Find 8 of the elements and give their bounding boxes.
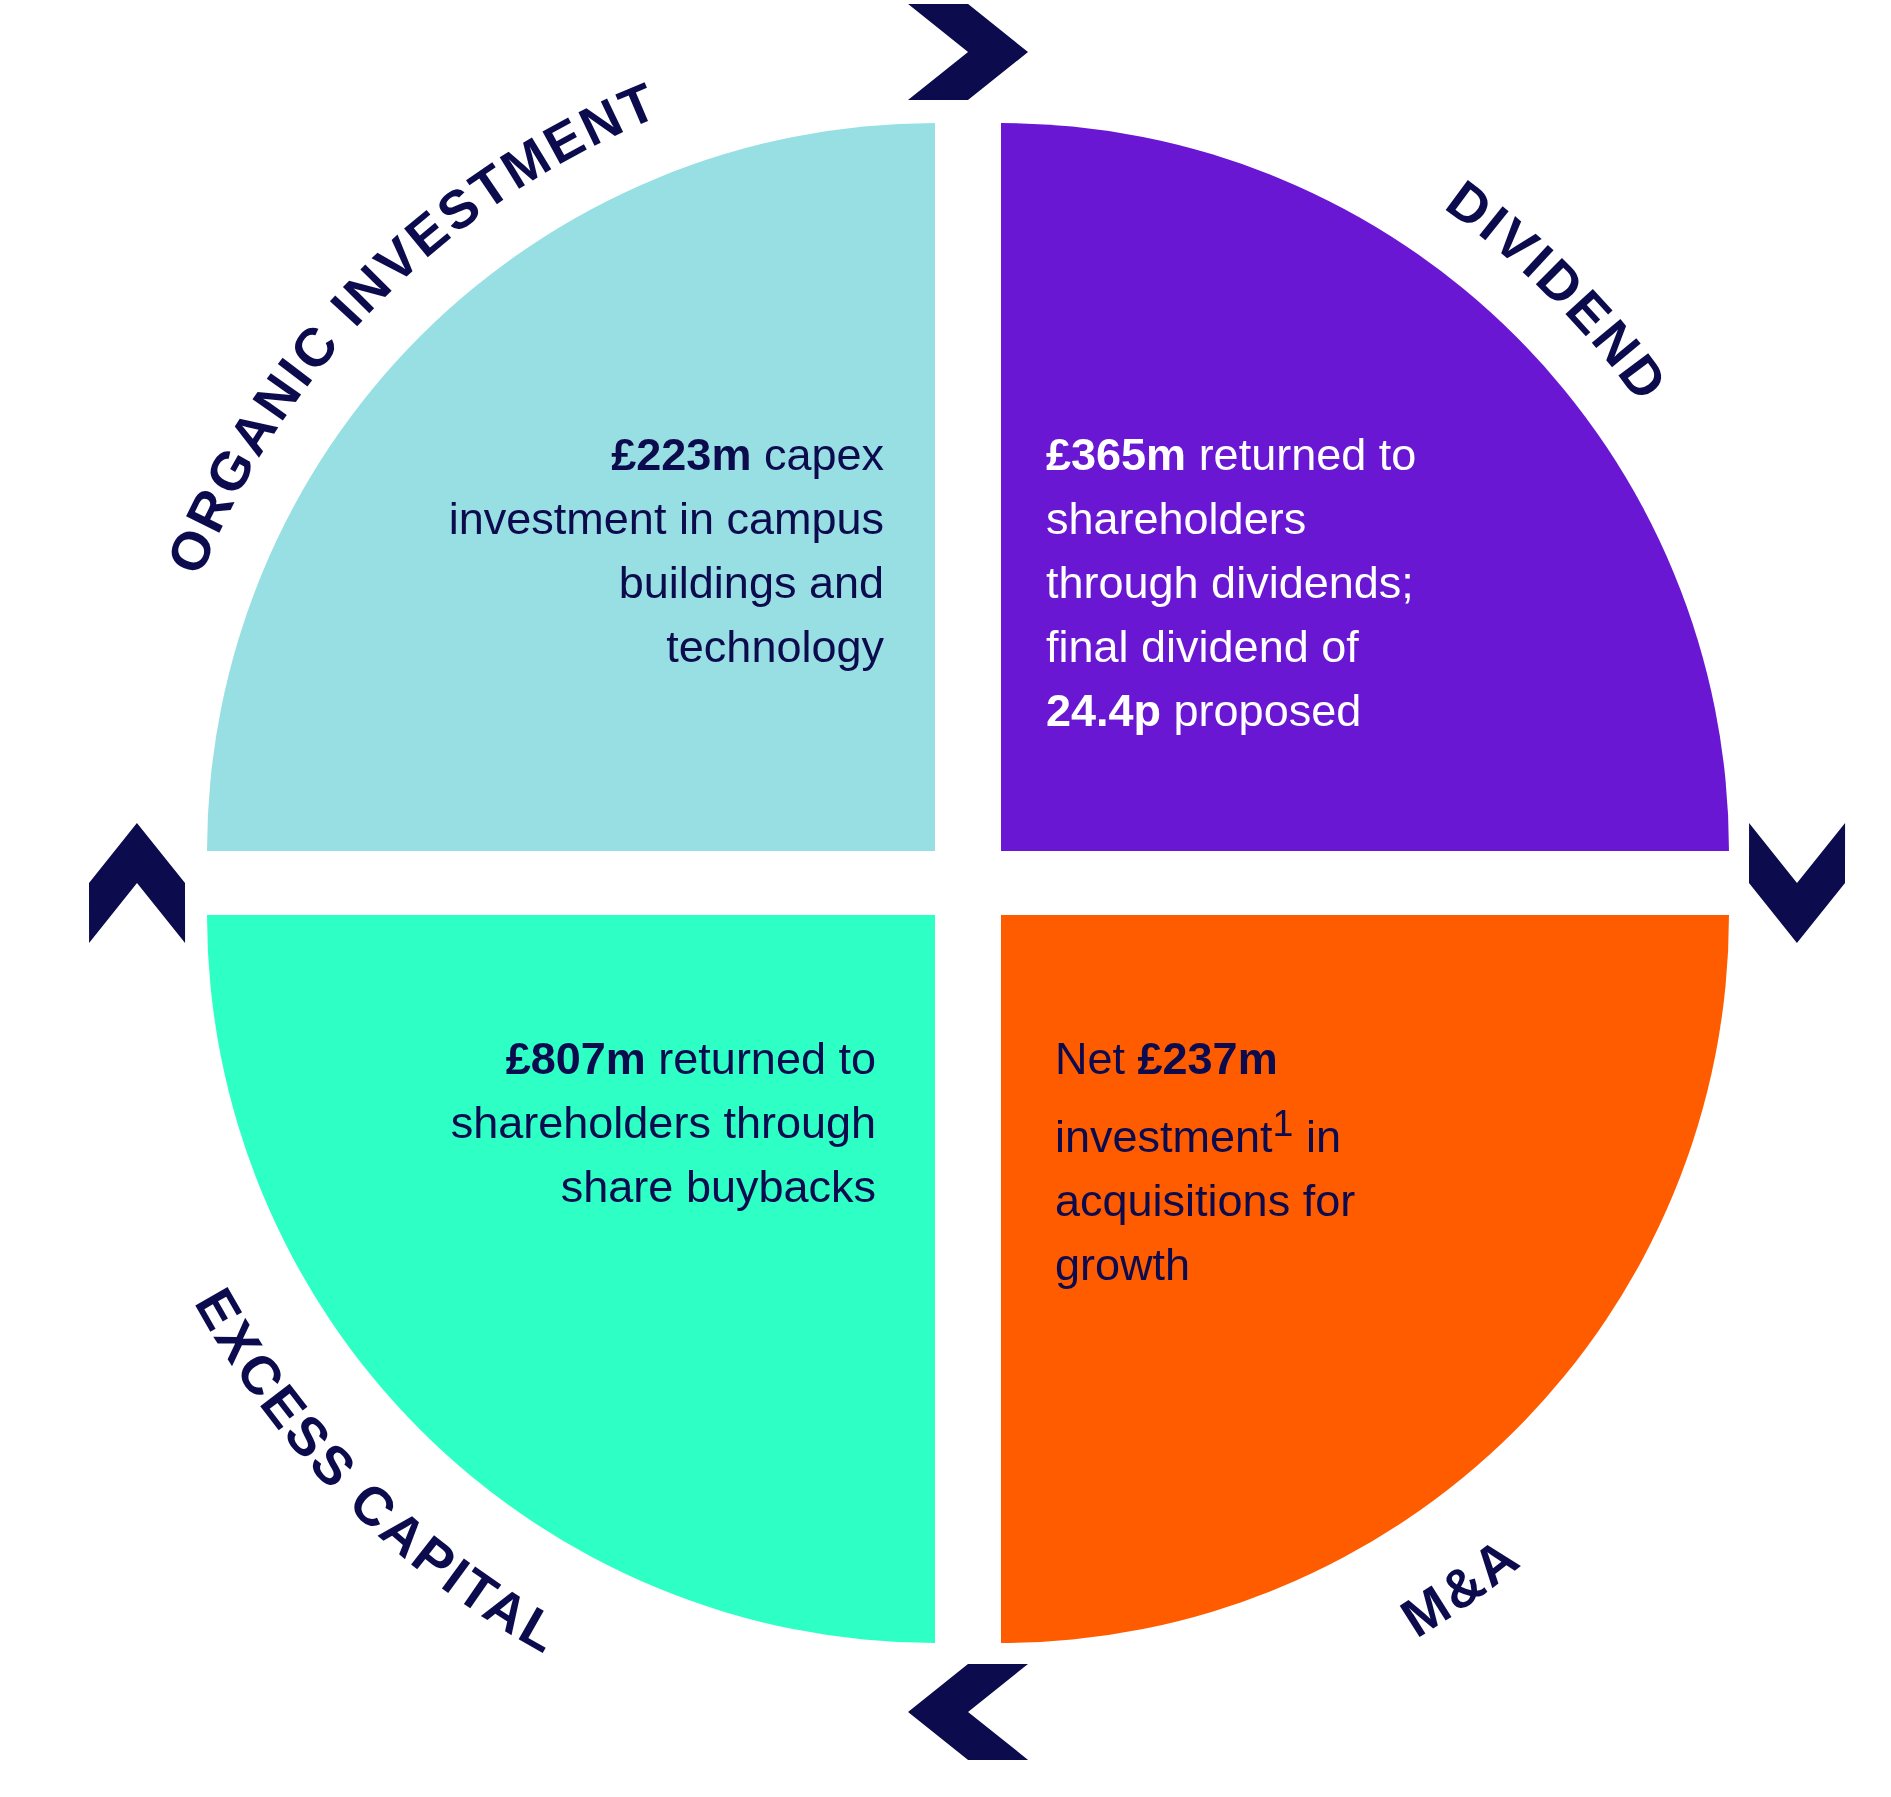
quadrant-text: £365m returned to shareholders through dividends; final dividend of 24.4p proposed <box>1046 428 1418 738</box>
quadrant-text: £807m returned to shareholders through share buybacks <box>449 1032 876 1214</box>
quadrant-text: Net £237m investment$^{1}$ in acquisitions for growth <box>1055 1032 1357 1292</box>
quadrant-text: £223m capex investment in campus buildings and technology <box>447 428 884 674</box>
direction-chevron <box>89 823 186 944</box>
direction-chevron <box>908 3 1029 100</box>
direction-chevron <box>908 1663 1029 1760</box>
direction-chevron <box>1749 823 1846 944</box>
